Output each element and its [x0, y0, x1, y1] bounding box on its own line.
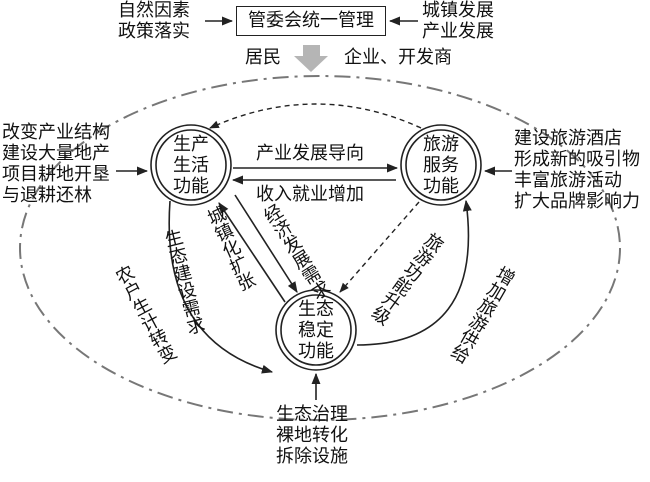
left-factor-line: 改变产业结构 — [2, 122, 110, 143]
right-factors: 建设旅游酒店 形成新的吸引物 丰富旅游活动 扩大品牌影响力 — [514, 128, 640, 212]
node-life-circle — [150, 124, 232, 206]
node-tourism-label: 旅游 服务 功能 — [416, 134, 466, 197]
node-tourism-line: 服务 — [423, 155, 459, 176]
edge-label-industry: 产业发展导向 — [256, 143, 364, 164]
right-factor-line: 丰富旅游活动 — [514, 170, 622, 191]
bottom-factor-line: 生态治理 — [276, 404, 348, 425]
bottom-factor-line: 拆除设施 — [276, 446, 348, 467]
node-ecology-line: 生态 — [298, 299, 334, 320]
node-ecology-label: 生态 稳定 功能 — [291, 299, 341, 362]
top-left-factors: 自然因素 政策落实 — [118, 0, 190, 42]
node-life-line: 生产 — [173, 134, 209, 155]
left-factors: 改变产业结构 建设大量地产 项目耕地开垦 与退耕还林 — [2, 122, 110, 206]
edge-dashed-top — [209, 103, 422, 129]
bottom-factor-line: 裸地转化 — [276, 425, 348, 446]
right-factor-line: 扩大品牌影响力 — [514, 191, 640, 212]
top-left-line: 政策落实 — [118, 21, 190, 42]
node-ecology-line: 稳定 — [298, 320, 334, 341]
flow-down-arrow — [294, 45, 328, 72]
right-factor-line: 形成新的吸引物 — [514, 149, 640, 170]
left-factor-line: 与退耕还林 — [2, 185, 92, 206]
node-ecology-line: 功能 — [298, 341, 334, 362]
edge-dashed-tourism-ecology — [339, 201, 420, 293]
bottom-factors: 生态治理 裸地转化 拆除设施 — [276, 404, 348, 467]
left-factor-line: 建设大量地产 — [2, 143, 110, 164]
edge-ecology-tourism-curve — [356, 199, 472, 346]
node-tourism-line: 旅游 — [423, 134, 459, 155]
edge-life-to-ecology — [234, 194, 298, 293]
node-life-label: 生产 生活 功能 — [166, 134, 216, 197]
edge-ecology-to-life — [218, 202, 286, 303]
node-life-line: 生活 — [173, 155, 209, 176]
node-life-line: 功能 — [173, 176, 209, 197]
top-right-line: 城镇发展 — [422, 0, 494, 21]
system-boundary — [19, 75, 621, 421]
top-left-line: 自然因素 — [118, 0, 190, 21]
node-tourism-circle — [400, 124, 482, 206]
top-right-factors: 城镇发展 产业发展 — [422, 0, 494, 42]
node-ecology-circle — [275, 289, 357, 371]
left-factor-line: 项目耕地开垦 — [2, 164, 110, 185]
top-right-line: 产业发展 — [422, 21, 494, 42]
edge-life-ecology-curve — [168, 200, 274, 374]
right-factor-line: 建设旅游酒店 — [514, 128, 622, 149]
flow-residents: 居民 — [245, 47, 281, 68]
edge-label-income: 收入就业增加 — [256, 184, 364, 205]
management-box: 管委会统一管理 — [236, 6, 386, 36]
flow-enterprises: 企业、开发商 — [344, 47, 452, 68]
node-tourism-line: 功能 — [423, 176, 459, 197]
